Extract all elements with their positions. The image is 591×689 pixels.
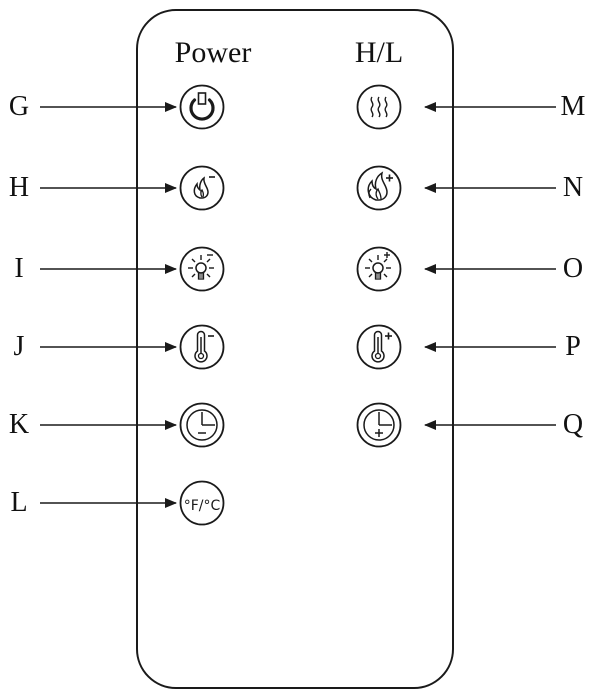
temp-down-button[interactable] — [179, 324, 225, 370]
letter-q: Q — [562, 409, 584, 440]
letter-o: O — [562, 253, 584, 284]
heat-waves-icon — [356, 84, 402, 130]
letter-h: H — [8, 172, 30, 203]
letter-p: P — [565, 331, 581, 362]
letter-l: L — [10, 487, 28, 518]
light-plus-icon — [356, 246, 402, 292]
power-button[interactable] — [179, 84, 225, 130]
hl-column-label: H/L — [354, 36, 404, 69]
thermometer-minus-icon — [179, 324, 225, 370]
letter-g: G — [8, 91, 30, 122]
fahrenheit-celsius-button[interactable]: °F/°C — [179, 480, 225, 526]
flame-up-button[interactable] — [356, 165, 402, 211]
letter-m: M — [560, 91, 586, 122]
heat-hl-button[interactable] — [356, 84, 402, 130]
light-minus-icon — [179, 246, 225, 292]
timer-up-button[interactable] — [356, 402, 402, 448]
letter-i: I — [14, 253, 24, 284]
fahrenheit-celsius-icon: °F/°C — [179, 480, 225, 526]
power-column-label: Power — [174, 36, 252, 69]
timer-minus-icon — [179, 402, 225, 448]
fahrenheit-celsius-label: °F/°C — [184, 498, 221, 514]
timer-down-button[interactable] — [179, 402, 225, 448]
power-icon — [179, 84, 225, 130]
letter-k: K — [8, 409, 30, 440]
letter-j: J — [13, 331, 25, 362]
flame-minus-icon — [179, 165, 225, 211]
thermometer-plus-icon — [356, 324, 402, 370]
temp-up-button[interactable] — [356, 324, 402, 370]
light-down-button[interactable] — [179, 246, 225, 292]
timer-plus-icon — [356, 402, 402, 448]
flame-plus-icon — [356, 165, 402, 211]
light-up-button[interactable] — [356, 246, 402, 292]
flame-down-button[interactable] — [179, 165, 225, 211]
letter-n: N — [562, 172, 584, 203]
